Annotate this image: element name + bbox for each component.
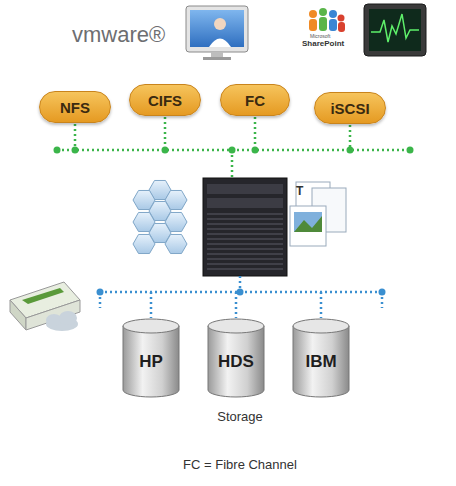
rack-slot [207,224,283,225]
sharepoint-icon [309,8,345,32]
node-label: FC [245,92,265,109]
rack-slot [207,214,283,215]
rack-slot [207,269,283,270]
bus-dots [54,147,414,154]
node-label: CIFS [148,92,182,109]
node-label: HDS [218,352,254,372]
node-label: IBM [305,352,336,372]
protocol-pill: iSCSI [314,92,386,124]
appliance-icon [10,282,80,331]
protocol-pill: FC [220,84,290,116]
rack-slot [207,234,283,235]
storage-cylinder: HP [122,318,180,398]
icon-label: Microsoft [310,33,330,39]
node-label: iSCSI [330,100,369,117]
rack-slot [207,259,283,260]
protocol-pill: NFS [39,91,111,123]
rack-slot [207,254,283,255]
caption: FC = Fibre Channel [183,457,297,472]
rack-slot [207,219,283,220]
rack-slot [207,229,283,230]
icon-label: SharePoint [302,39,344,48]
monitor-icon [186,6,248,60]
storage-cylinder: HDS [207,318,265,398]
storage-cylinder: IBM [292,318,350,398]
hexagon [133,234,155,253]
bus-dots [97,289,386,296]
rack-slot [207,239,283,240]
monitor-chart-icon [364,4,426,56]
icon-label: T [296,184,303,198]
rack-slot [207,264,283,265]
server-rack [203,178,287,276]
documents-icon [290,182,346,246]
logo-text: vmware® [72,22,165,48]
hexagon-cluster [133,180,187,253]
protocol-pill: CIFS [129,84,201,116]
protocol-bus [57,117,410,178]
storage-bus [100,276,382,318]
rack-slot [207,244,283,245]
node-label: NFS [60,99,90,116]
hexagon [165,234,187,253]
rack-slot [207,249,283,250]
node-label: HP [139,352,163,372]
group-label: Storage [217,409,263,424]
